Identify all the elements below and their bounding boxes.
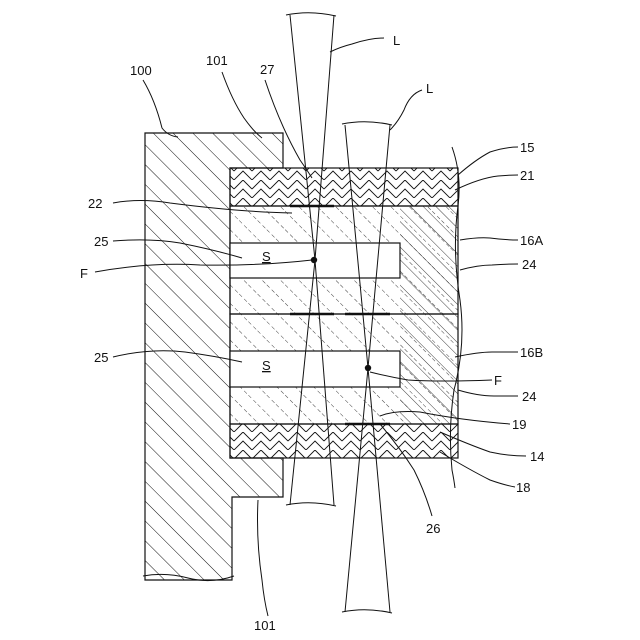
label-L-left: L <box>393 33 400 48</box>
base-layer-14 <box>230 424 458 458</box>
label-F-lower: F <box>494 373 502 388</box>
dense-hatch-area-16A <box>400 206 458 314</box>
label-15: 15 <box>520 140 534 155</box>
label-22: 22 <box>88 196 102 211</box>
label-26: 26 <box>426 521 440 536</box>
label-21: 21 <box>520 168 534 183</box>
label-14: 14 <box>530 449 544 464</box>
label-24-lower: 24 <box>522 389 536 404</box>
label-25-upper: 25 <box>94 234 108 249</box>
label-18: 18 <box>516 480 530 495</box>
label-100: 100 <box>130 63 152 78</box>
label-16A: 16A <box>520 233 543 248</box>
dense-hatch-area-16B <box>400 314 458 424</box>
focal-point-lower <box>365 365 371 371</box>
label-S-lower: S <box>262 358 271 373</box>
label-25-lower: 25 <box>94 350 108 365</box>
cavity-lower <box>230 351 400 387</box>
label-101-bottom: 101 <box>254 618 276 633</box>
label-27: 27 <box>260 62 274 77</box>
label-24-upper: 24 <box>522 257 536 272</box>
label-L-right: L <box>426 81 433 96</box>
label-19: 19 <box>512 417 526 432</box>
cover-layer-15 <box>230 168 458 206</box>
label-16B: 16B <box>520 345 543 360</box>
label-101-top: 101 <box>206 53 228 68</box>
label-F-upper: F <box>80 266 88 281</box>
label-S-upper: S <box>262 249 271 264</box>
